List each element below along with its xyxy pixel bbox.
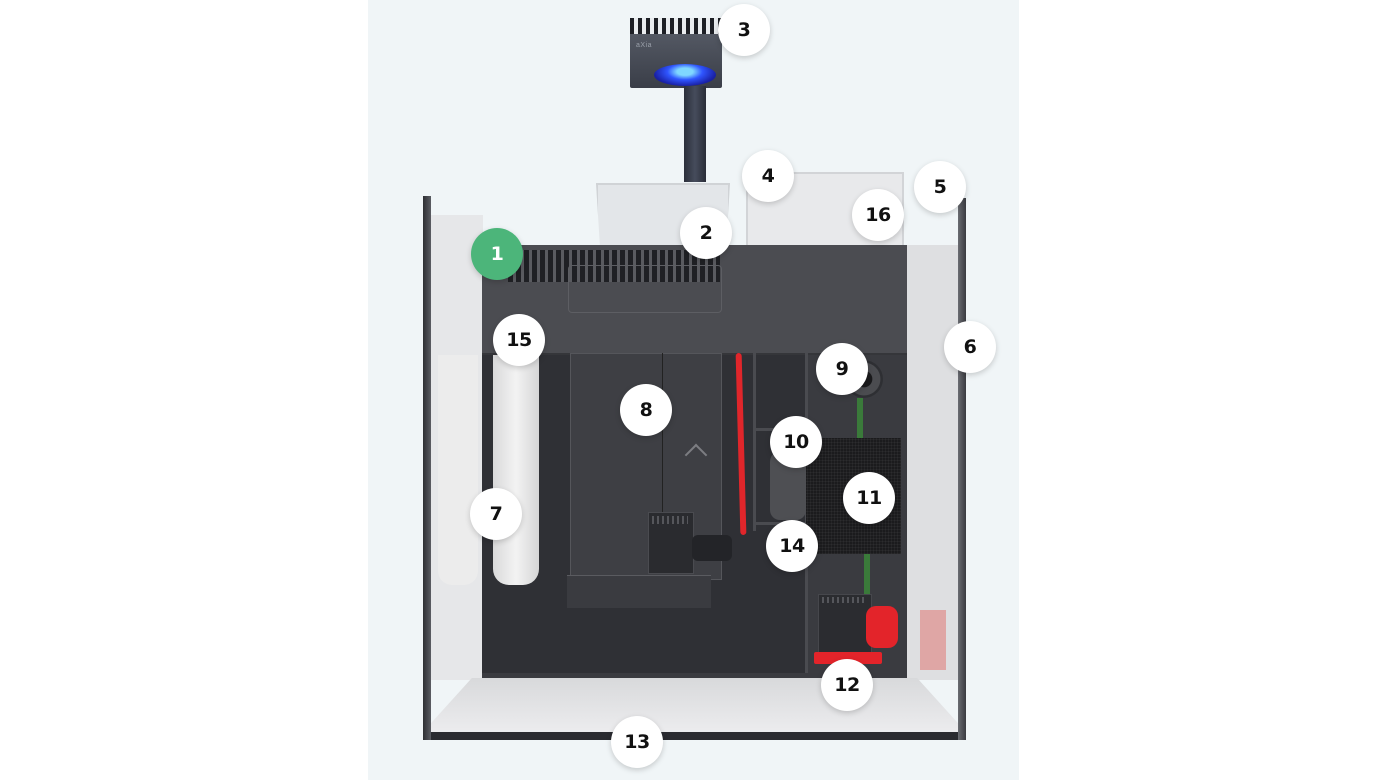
filter-sock (493, 355, 539, 585)
marker-9[interactable]: 9 (816, 343, 868, 395)
marker-10[interactable]: 10 (770, 416, 822, 468)
marker-13[interactable]: 13 (611, 716, 663, 768)
marker-14[interactable]: 14 (766, 520, 818, 572)
compartment-wall (753, 353, 756, 531)
marker-2[interactable]: 2 (680, 207, 732, 259)
tank-right-wall (958, 198, 966, 740)
skimmer-base (567, 575, 711, 608)
marker-6[interactable]: 6 (944, 321, 996, 373)
return-pump-volute (866, 606, 898, 648)
filter-sock-outer (438, 355, 478, 585)
product-diagram-panel: aXia (368, 0, 1019, 780)
green-tube (864, 554, 870, 594)
green-tube (857, 398, 863, 438)
marker-16[interactable]: 16 (852, 189, 904, 241)
marker-7[interactable]: 7 (470, 488, 522, 540)
return-pump-fins (822, 597, 866, 603)
skimmer-pump-outlet (692, 535, 732, 561)
tank-bottom-glass (423, 678, 966, 732)
light-logo: aXia (636, 42, 653, 49)
light-mounting-arm (684, 86, 706, 182)
marker-11[interactable]: 11 (843, 472, 895, 524)
return-pump-feet (814, 652, 882, 664)
marker-4[interactable]: 4 (742, 150, 794, 202)
light-heatsink-fins (630, 18, 722, 34)
marker-8[interactable]: 8 (620, 384, 672, 436)
grille-inset-frame (568, 265, 722, 313)
marker-1[interactable]: 1 (471, 228, 523, 280)
marker-3[interactable]: 3 (718, 4, 770, 56)
skimmer-pump-fins (652, 516, 688, 524)
marker-12[interactable]: 12 (821, 659, 873, 711)
intake-grille (508, 250, 720, 282)
return-pump (818, 594, 872, 654)
skimmer-divider (662, 353, 663, 513)
pump-reflection (920, 610, 946, 670)
led-lens-icon (654, 64, 716, 86)
marker-15[interactable]: 15 (493, 314, 545, 366)
tank-left-wall (423, 196, 431, 740)
tank-glass-right (906, 245, 958, 680)
marker-5[interactable]: 5 (914, 161, 966, 213)
tank-bottom-edge (423, 732, 966, 740)
